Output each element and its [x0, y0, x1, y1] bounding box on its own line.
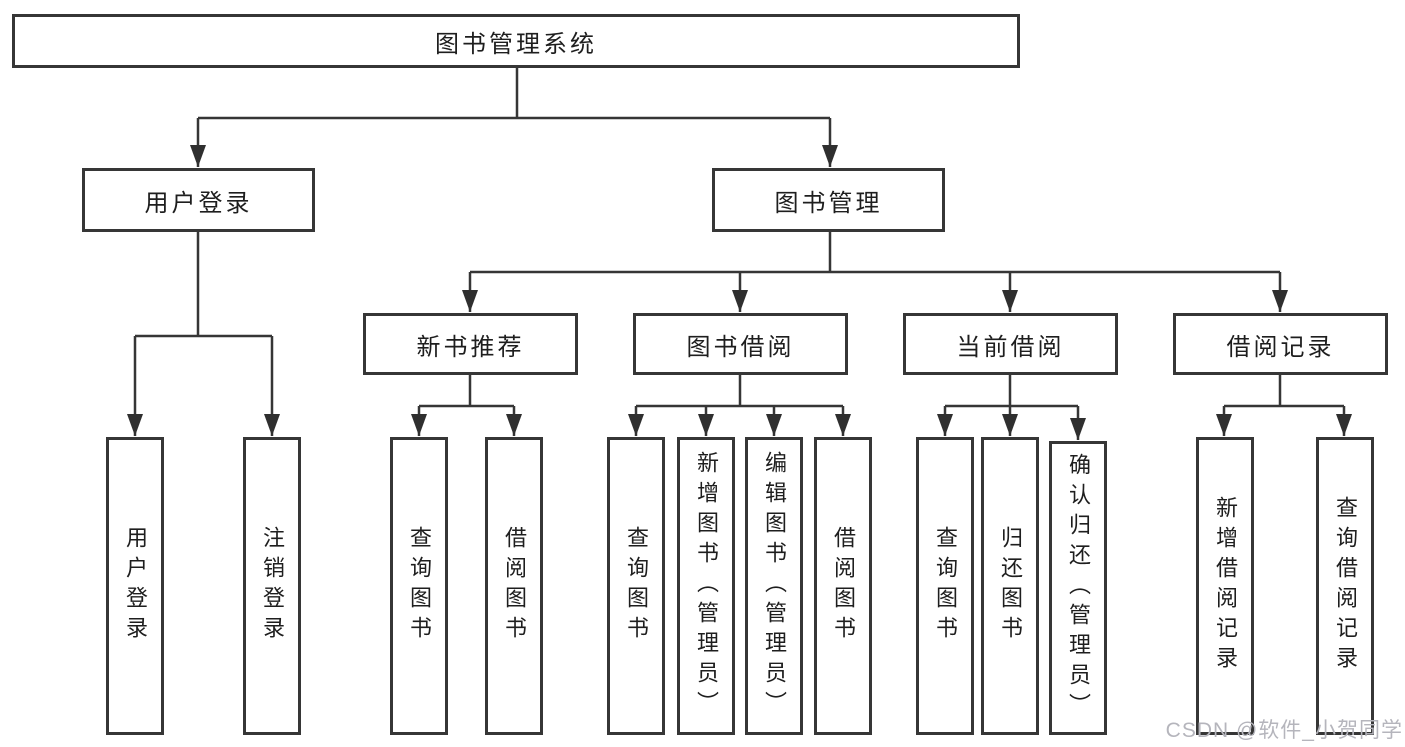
leaf-add-borrow-record-label: 新增借阅记录 [1213, 496, 1238, 676]
node-book-borrow-label: 图书借阅 [686, 333, 795, 361]
leaf-confirm-return-admin-label: 确认归还（管理员） [1066, 453, 1091, 723]
leaf-query-books-current-label: 查询图书 [933, 526, 958, 646]
leaf-borrow-books-recommend: 借阅图书 [485, 437, 543, 735]
node-user-login-label: 用户登录 [144, 189, 253, 217]
leaf-query-books-recommend-label: 查询图书 [407, 526, 432, 646]
leaf-borrow-books-recommend-label: 借阅图书 [502, 526, 527, 646]
node-current-borrow: 当前借阅 [903, 313, 1118, 375]
node-book-management-label: 图书管理 [774, 189, 883, 217]
leaf-borrow-books: 借阅图书 [814, 437, 872, 735]
leaf-edit-book-admin: 编辑图书（管理员） [745, 437, 803, 735]
leaf-add-book-admin-label: 新增图书（管理员） [694, 451, 719, 721]
node-library-management-system: 图书管理系统 [12, 14, 1020, 68]
leaf-add-borrow-record: 新增借阅记录 [1196, 437, 1254, 735]
node-user-login: 用户登录 [82, 168, 315, 232]
leaf-borrow-books-label: 借阅图书 [831, 526, 856, 646]
leaf-query-borrow-record: 查询借阅记录 [1316, 437, 1374, 735]
leaf-edit-book-admin-label: 编辑图书（管理员） [762, 451, 787, 721]
leaf-confirm-return-admin: 确认归还（管理员） [1049, 441, 1107, 735]
node-new-book-recommend: 新书推荐 [363, 313, 578, 375]
leaf-query-borrow-record-label: 查询借阅记录 [1333, 496, 1358, 676]
node-borrow-records: 借阅记录 [1173, 313, 1388, 375]
leaf-query-books-borrow: 查询图书 [607, 437, 665, 735]
node-new-book-recommend-label: 新书推荐 [416, 333, 525, 361]
node-borrow-records-label: 借阅记录 [1226, 333, 1335, 361]
leaf-logout-label: 注销登录 [260, 526, 285, 646]
leaf-return-book-label: 归还图书 [998, 526, 1023, 646]
node-book-management: 图书管理 [712, 168, 945, 232]
node-library-management-system-label: 图书管理系统 [435, 30, 597, 58]
leaf-query-books-current: 查询图书 [916, 437, 974, 735]
leaf-user-login: 用户登录 [106, 437, 164, 735]
leaf-return-book: 归还图书 [981, 437, 1039, 735]
leaf-user-login-label: 用户登录 [123, 526, 148, 646]
watermark: CSDN @软件_小贺同学 [1165, 719, 1403, 742]
node-book-borrow: 图书借阅 [633, 313, 848, 375]
leaf-query-books-recommend: 查询图书 [390, 437, 448, 735]
leaf-add-book-admin: 新增图书（管理员） [677, 437, 735, 735]
node-current-borrow-label: 当前借阅 [956, 333, 1065, 361]
leaf-query-books-borrow-label: 查询图书 [624, 526, 649, 646]
leaf-logout: 注销登录 [243, 437, 301, 735]
